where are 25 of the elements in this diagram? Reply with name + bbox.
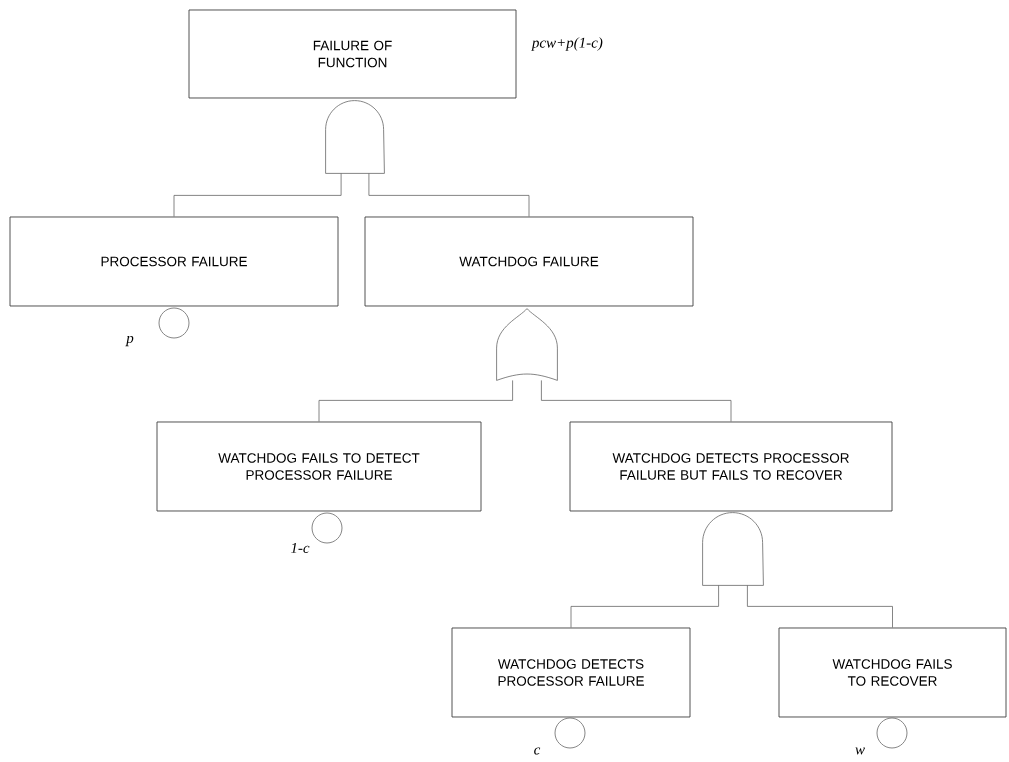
basic-event-circle: [554, 717, 586, 749]
probability-label: w: [855, 747, 865, 755]
and-gate: [325, 100, 385, 174]
probability-label: p: [125, 335, 134, 347]
connector-line: [541, 380, 732, 422]
event-box: WATCHDOG DETECTS PROCESSOR FAILURE BUT FAILS TO RECOVER: [569, 421, 893, 512]
probability-label: 1-c: [290, 543, 310, 553]
connector-line: [318, 380, 513, 422]
connector-line: [570, 585, 719, 628]
basic-event-circle: [876, 717, 908, 749]
event-box: WATCHDOG FAILS TO RECOVER: [778, 627, 1007, 718]
event-box: WATCHDOG DETECTS PROCESSOR FAILURE: [451, 627, 691, 718]
event-box: FAILURE OF FUNCTION: [188, 9, 517, 99]
event-box: PROCESSOR FAILURE: [9, 216, 339, 307]
connector-line: [173, 173, 342, 217]
connector-line: [747, 585, 893, 628]
and-gate: [702, 512, 764, 586]
event-box: WATCHDOG FAILS TO DETECT PROCESSOR FAILURE: [156, 421, 482, 512]
probability-label: c: [534, 747, 541, 755]
basic-event-circle: [158, 307, 190, 339]
or-gate: [496, 308, 558, 381]
connector-line: [368, 173, 530, 217]
basic-event-circle: [311, 512, 343, 544]
probability-label: pcw+p(1-c): [531, 37, 603, 51]
event-box: WATCHDOG FAILURE: [364, 216, 694, 307]
